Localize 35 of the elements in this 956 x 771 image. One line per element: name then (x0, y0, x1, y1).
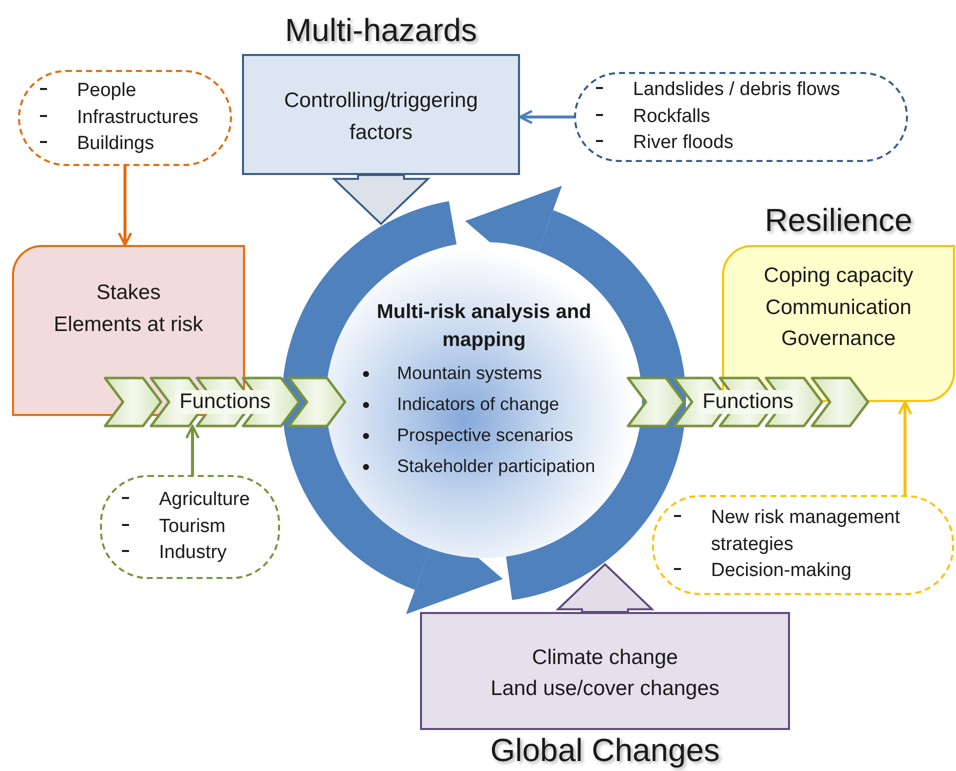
list-item: Landslides / debris flows (633, 78, 840, 102)
list-item: River floods (633, 131, 734, 156)
block-arrow (332, 174, 430, 226)
list-item: Industry (159, 541, 227, 566)
arrow (118, 166, 132, 246)
list-item: Agriculture (159, 488, 250, 512)
heading: Multi-hazards (284, 12, 478, 48)
list-item: Buildings (77, 132, 154, 156)
block-arrow (556, 562, 654, 613)
band-label: Functions (175, 390, 275, 414)
box-text: Land use/cover changes (490, 676, 720, 702)
arrow (898, 400, 912, 495)
bullet-text: Indicators of change (397, 394, 560, 415)
bullet-text: Stakeholder participation (397, 456, 596, 477)
heading: Global Changes (490, 732, 720, 768)
list-item: Decision-making (711, 559, 852, 584)
box-text: Governance (781, 326, 896, 352)
box-text: Stakes (96, 280, 161, 306)
heading: Resilience (764, 202, 912, 239)
list-item: People (77, 78, 136, 103)
box-text: Coping capacity (764, 263, 914, 290)
list-item: Tourism (159, 514, 226, 539)
box-text: Controlling/triggering factors (283, 88, 479, 146)
box-text: Communication (766, 294, 912, 321)
box-text: Climate change (532, 644, 678, 670)
list-item: Infrastructures (77, 106, 198, 130)
band-label: Functions (698, 390, 798, 414)
list-item: New risk management strategies (711, 506, 902, 557)
circle-title: Multi-risk analysis and mapping (376, 300, 592, 353)
arrow (518, 110, 574, 124)
arrow (185, 424, 200, 475)
list-item: Rockfalls (633, 104, 710, 129)
bullet-text: Mountain systems (397, 363, 542, 384)
bullet-text: Prospective scenarios (397, 425, 574, 446)
box-text: Elements at risk (54, 312, 204, 338)
